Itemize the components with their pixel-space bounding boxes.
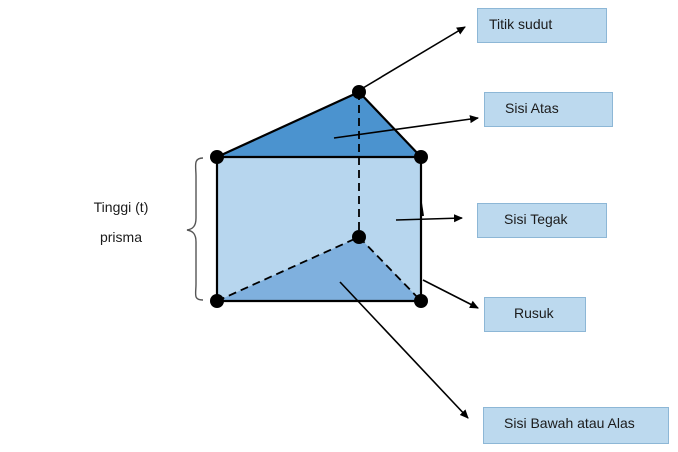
base-face-label: Sisi Bawah atau Alas	[504, 415, 635, 431]
edge-label: Rusuk	[514, 305, 554, 321]
lateral-face-arrow	[395, 214, 463, 223]
height-brace	[186, 157, 204, 301]
vertex-arrow	[362, 26, 466, 89]
edge-arrow	[422, 279, 479, 309]
top-face-label: Sisi Atas	[505, 100, 559, 116]
vertex-dot	[210, 150, 224, 164]
vertex-dot	[210, 294, 224, 308]
base-face-label-box: Sisi Bawah atau Alas	[483, 407, 669, 444]
top-face-arrow	[333, 115, 479, 139]
prism-vertices	[210, 85, 428, 308]
vertex-label: Titik sudut	[489, 16, 553, 32]
vertex-dot	[352, 230, 366, 244]
prism-hidden-edges	[216, 92, 422, 302]
pointer-arrows	[333, 26, 479, 419]
height-label-line1: Tinggi (t)	[93, 199, 149, 215]
vertex-label-box: Titik sudut	[477, 8, 607, 43]
lateral-face-label: Sisi Tegak	[504, 211, 568, 227]
edge-label-box: Rusuk	[484, 297, 586, 332]
base-face-arrow	[339, 281, 469, 419]
top-face	[217, 92, 421, 157]
edge-pointer-tick	[420, 202, 424, 217]
vertex-dot	[414, 294, 428, 308]
lateral-face-label-box: Sisi Tegak	[477, 203, 607, 238]
prism-solid-edges	[215, 90, 423, 303]
vertex-dot	[414, 150, 428, 164]
vertex-dot	[352, 85, 366, 99]
top-face-label-box: Sisi Atas	[484, 92, 613, 127]
base-face	[217, 237, 421, 301]
height-label-line2: prisma	[99, 229, 142, 245]
